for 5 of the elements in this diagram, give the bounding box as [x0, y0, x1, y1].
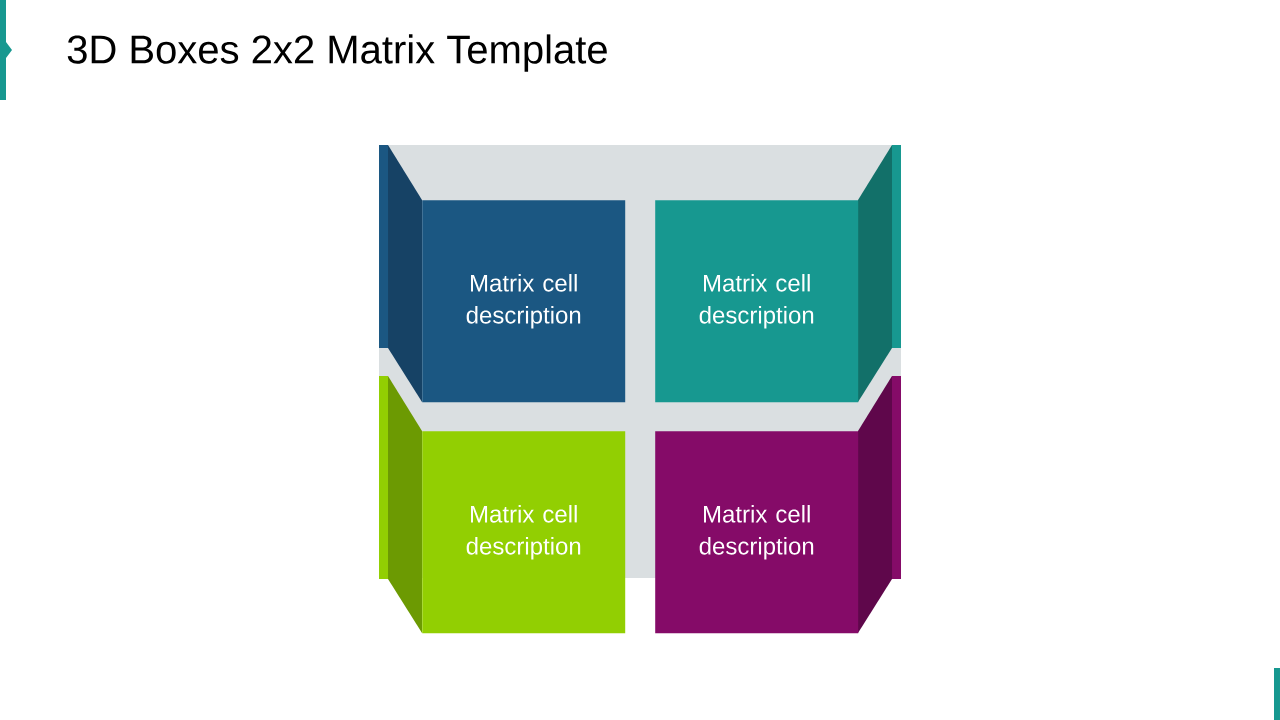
matrix-box: Matrix cell description — [655, 376, 901, 634]
matrix-box: Matrix cell description — [379, 376, 626, 634]
title: 3D Boxes 2x2 Matrix Template — [67, 34, 607, 72]
matrix-box: Matrix cell description — [655, 145, 901, 403]
matrix-box: Matrix cell description — [379, 145, 626, 403]
